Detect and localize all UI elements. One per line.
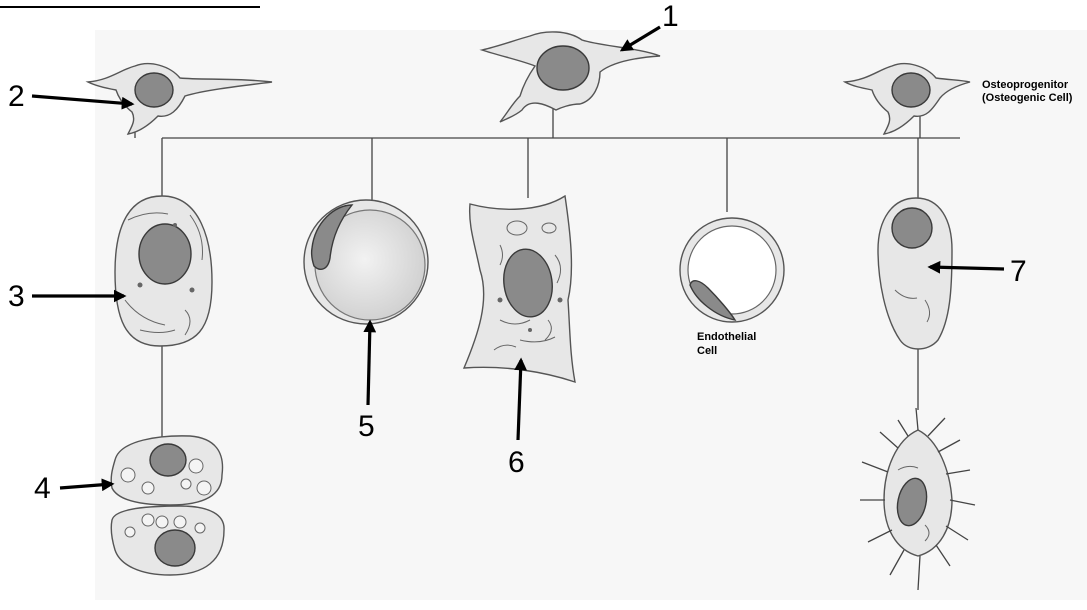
label-5: 5 [358, 410, 375, 443]
arrow-7 [930, 267, 1004, 269]
endothelial-cell [680, 218, 784, 322]
osteoprogenitor-label-line1: Osteoprogenitor [982, 79, 1069, 91]
label-1: 1 [662, 0, 679, 33]
endothelial-label-line1: Endothelial [697, 331, 756, 343]
arrow-5 [368, 322, 370, 405]
cell-5-fat-cell [304, 200, 428, 324]
endothelial-label-line2: Cell [697, 345, 717, 357]
label-6: 6 [508, 446, 525, 479]
label-2: 2 [8, 80, 25, 113]
label-4: 4 [34, 472, 51, 505]
label-3: 3 [8, 280, 25, 313]
osteoprogenitor-label-line2: (Osteogenic Cell) [982, 92, 1073, 104]
cell-3-large-oval [115, 196, 212, 346]
label-7: 7 [1010, 255, 1027, 288]
